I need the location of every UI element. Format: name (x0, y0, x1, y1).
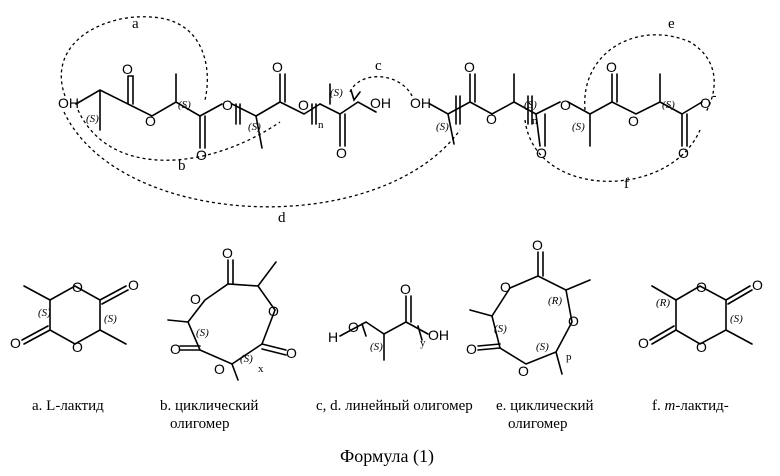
lin-h: H (328, 329, 338, 345)
caption-a: a. L-лактид (32, 398, 104, 414)
oh-left: OH (58, 95, 79, 111)
caption-cd: c, d. линейный олигомер (316, 398, 473, 414)
caption-f: f. m-лактид- (652, 398, 729, 414)
structure-cyclic-e: O O O O O (R) (S) (S) p (466, 237, 590, 379)
cb-stereo-2: (S) (240, 353, 253, 365)
o-14: O (678, 145, 689, 161)
la-stereo-2: (S) (104, 313, 117, 325)
label-f: f (624, 176, 629, 192)
caption-f-prefix: f. (652, 398, 665, 414)
ce-o5: O (518, 363, 529, 379)
ce-stereo-s1: (S) (494, 323, 507, 335)
caption-e-line1: e. циклический (496, 398, 594, 414)
caption-b-line1: b. циклический (160, 398, 258, 414)
ce-stereo-s2: (S) (536, 341, 549, 353)
cb-o6: O (214, 361, 225, 377)
polymer-chain: a b c d e f OH (S) O O (S) O O (S) O O n… (58, 16, 717, 226)
cb-o5: O (170, 341, 181, 357)
cb-o3: O (268, 303, 279, 319)
ce-o2: O (532, 237, 543, 253)
stereo-1: (S) (86, 113, 99, 125)
o-2: O (145, 113, 156, 129)
cb-o4: O (286, 345, 297, 361)
structure-m-lactide: O O O O (R) (S) (638, 277, 763, 355)
lm-o1: O (696, 279, 707, 295)
o-6: O (298, 97, 309, 113)
o-8: O (464, 59, 475, 75)
label-d: d (278, 210, 286, 226)
cb-stereo-1: (S) (196, 327, 209, 339)
cb-x: x (258, 363, 264, 375)
stereo-2: (S) (178, 99, 191, 111)
la-o2: O (72, 339, 83, 355)
lm-o3: O (752, 277, 763, 293)
lin-o: O (348, 319, 359, 335)
label-a: a (132, 16, 139, 32)
stereo-5: (S) (436, 121, 449, 133)
arc-f (525, 120, 700, 181)
la-stereo-1: (S) (38, 307, 51, 319)
stereo-4: (S) (330, 87, 343, 99)
o-1: O (122, 61, 133, 77)
n-right: n (532, 115, 538, 127)
arc-d (64, 112, 460, 207)
stereo-3: (S) (248, 121, 261, 133)
o-11: O (560, 97, 571, 113)
formula-label: Формула (1) (340, 446, 434, 467)
label-c: c (375, 58, 382, 74)
arc-c-arrow (351, 90, 360, 100)
o-minus: O (700, 95, 711, 111)
o-4: O (222, 97, 233, 113)
lin-y: y (420, 337, 426, 349)
la-o1: O (72, 279, 83, 295)
minus-sign: - (712, 87, 717, 103)
cb-o2: O (222, 245, 233, 261)
caption-b-line2: олигомер (170, 416, 229, 432)
o-13: O (628, 113, 639, 129)
oh-right: OH (410, 95, 431, 111)
ce-stereo-r: (R) (548, 295, 562, 307)
stereo-8: (S) (662, 99, 675, 111)
caption-e-line2: олигомер (508, 416, 567, 432)
n-left: n (318, 119, 324, 131)
label-e: e (668, 16, 675, 32)
lm-o4: O (638, 335, 649, 351)
oh-mid: OH (370, 95, 391, 111)
lm-o2: O (696, 339, 707, 355)
ce-p: p (566, 351, 572, 363)
structure-l-lactide: O O O O (S) (S) (10, 277, 139, 355)
lin-stereo: (S) (370, 341, 383, 353)
stereo-6: (S) (524, 99, 537, 111)
lm-stereo-r: (R) (656, 297, 670, 309)
arc-e (585, 35, 714, 112)
lin-oh: OH (428, 327, 449, 343)
label-b: b (178, 158, 186, 174)
ce-o1: O (500, 279, 511, 295)
cb-o1: O (190, 291, 201, 307)
o-3: O (196, 147, 207, 163)
lin-o2: O (400, 281, 411, 297)
o-9: O (486, 111, 497, 127)
caption-f-suffix: -лактид- (675, 398, 728, 414)
ce-o4: O (466, 341, 477, 357)
o-10: O (536, 145, 547, 161)
o-7: O (336, 145, 347, 161)
la-o4: O (10, 335, 21, 351)
arc-b (78, 110, 280, 160)
structure-linear: H O O OH (S) y (328, 281, 449, 360)
caption-f-m: m (665, 398, 676, 414)
o-12: O (606, 59, 617, 75)
lm-stereo-s: (S) (730, 313, 743, 325)
la-o3: O (128, 277, 139, 293)
structure-cyclic-b: O O O O O O (S) (S) x (168, 245, 297, 380)
o-5: O (272, 59, 283, 75)
stereo-7: (S) (572, 121, 585, 133)
ce-o3: O (568, 313, 579, 329)
